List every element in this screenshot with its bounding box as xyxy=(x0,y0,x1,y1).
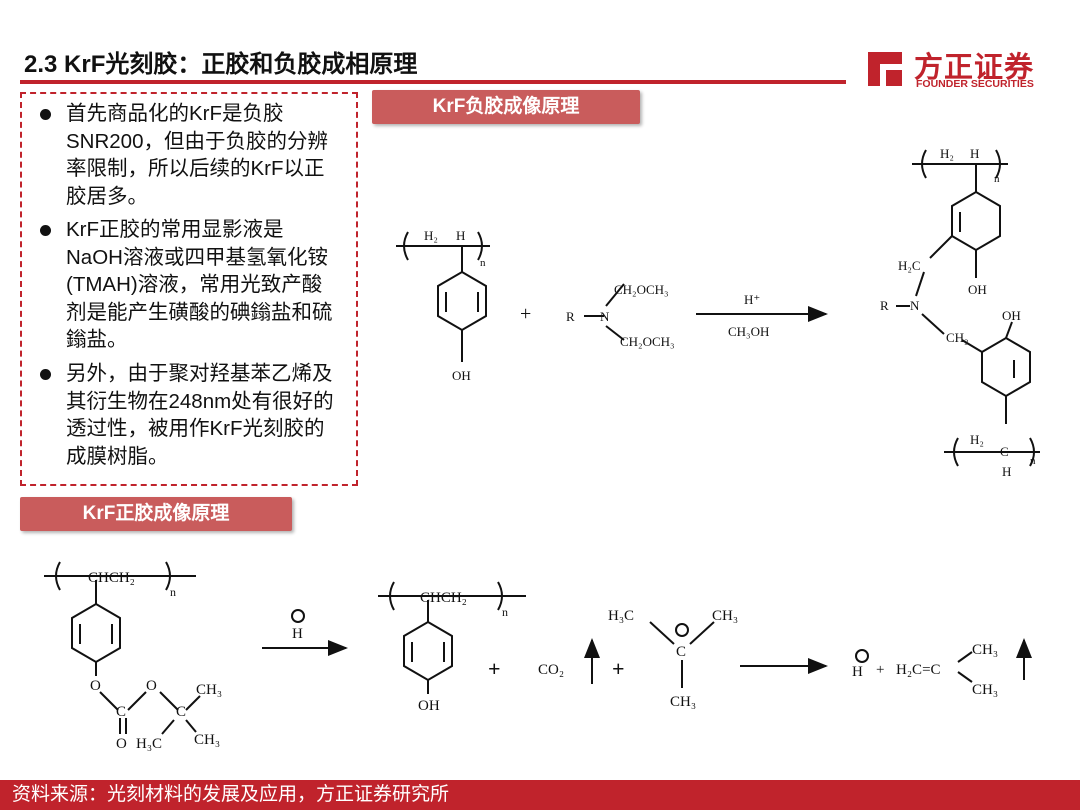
bullet-item: 首先商品化的KrF是负胶SNR200，但由于负胶的分辨率限制，所以后续的KrF以… xyxy=(40,100,340,210)
positive-resist-labels: CHCH₂ n O O C O C CH₃ H₃C CH₃ H CHCH₂ n … xyxy=(88,570,998,752)
reactant-h2-label: H₂ xyxy=(424,228,438,243)
product-h2-bottom: H₂ xyxy=(970,432,984,447)
cation-h3c: H₃C xyxy=(608,608,634,624)
co2-label: CO₂ xyxy=(538,662,564,678)
ester-oxygen: O xyxy=(146,678,157,694)
logo-subtitle: FOUNDER SECURITIES xyxy=(916,78,1034,90)
negative-resist-scheme xyxy=(396,149,1040,467)
amine-n-label: N xyxy=(600,309,610,324)
plus-sign-1: + xyxy=(488,656,501,681)
product-n-label: N xyxy=(910,298,920,313)
product-monomer-label: CHCH₂ xyxy=(420,590,467,606)
product-n-top: n xyxy=(994,173,1000,185)
product-h2c-label: H₂C xyxy=(898,258,921,273)
source-footer: 资料来源：光刻材料的发展及应用，方正证券研究所 xyxy=(0,780,1080,810)
product-repeat-n: n xyxy=(502,605,508,619)
page-title: 2.3 KrF光刻胶：正胶和负胶成相原理 xyxy=(24,51,418,78)
isobutene-label: H₂C=C xyxy=(896,662,941,678)
bullet-text: KrF正胶的常用显影液是NaOH溶液或四甲基氢氧化铵(TMAH)溶液，常用光致产… xyxy=(66,218,333,351)
product-oh-1: OH xyxy=(968,282,987,297)
tbutyl-ch3-2: CH₃ xyxy=(194,732,220,748)
reactant-n-label: n xyxy=(480,257,486,269)
amine-r-label: R xyxy=(566,309,575,324)
bullet-item: 另外，由于聚对羟基苯乙烯及其衍生物在248nm处有很好的透过性，被用作KrF光刻… xyxy=(40,360,340,470)
isobutene-ch3-bottom: CH₃ xyxy=(972,682,998,698)
product-c-bottom: C xyxy=(1000,444,1009,459)
catalyst-label: H⁺ xyxy=(744,292,760,307)
solvent-label: CH₃OH xyxy=(728,324,769,339)
negative-resist-banner: KrF负胶成像原理 xyxy=(372,90,640,124)
negative-resist-labels: H₂ H n OH + R N CH₂OCH₃ CH₂OCH₃ H⁺ CH₃OH… xyxy=(424,146,1036,479)
acid-h-label: H xyxy=(292,626,303,642)
bullet-dot-icon xyxy=(40,369,51,380)
bullet-text: 首先商品化的KrF是负胶SNR200，但由于负胶的分辨率限制，所以后续的KrF以… xyxy=(66,102,328,208)
amine-top-group: CH₂OCH₃ xyxy=(614,282,669,297)
amine-bottom-group: CH₂OCH₃ xyxy=(620,334,675,349)
product-r-label: R xyxy=(880,298,889,313)
title-underline xyxy=(20,80,846,84)
bullet-text: 另外，由于聚对羟基苯乙烯及其衍生物在248nm处有很好的透过性，被用作KrF光刻… xyxy=(66,362,334,468)
reactant-oh-label: OH xyxy=(452,368,471,383)
product-h-top: H xyxy=(970,146,979,161)
logo-name: 方正证券 xyxy=(914,52,1035,84)
product-h2-top: H₂ xyxy=(940,146,954,161)
summary-box: 首先商品化的KrF是负胶SNR200，但由于负胶的分辨率限制，所以后续的KrF以… xyxy=(20,92,358,486)
bullet-dot-icon xyxy=(40,225,51,236)
cation-carbon: C xyxy=(676,644,686,660)
monomer-label: CHCH₂ xyxy=(88,570,135,586)
phenol-oxygen: O xyxy=(90,678,101,694)
tert-carbon: C xyxy=(176,704,186,720)
repeat-n-label: n xyxy=(170,585,176,599)
plus-sign-2: + xyxy=(612,656,625,681)
positive-resist-scheme xyxy=(44,561,1032,735)
product-oh-2: OH xyxy=(1002,308,1021,323)
tbutyl-h3c: H₃C xyxy=(136,736,162,752)
product-ch2-label: CH₂ xyxy=(946,330,969,345)
bullet-dot-icon xyxy=(40,109,51,120)
product-h-bottom: H xyxy=(1002,464,1011,479)
carbonyl-carbon: C xyxy=(116,704,126,720)
plus-sign: + xyxy=(520,303,531,325)
regenerated-acid: H xyxy=(852,664,863,680)
positive-resist-banner: KrF正胶成像原理 xyxy=(20,497,292,531)
isobutene-ch3-top: CH₃ xyxy=(972,642,998,658)
cation-ch3-bottom: CH₃ xyxy=(670,694,696,710)
phenol-oh-label: OH xyxy=(418,698,440,714)
product-plus: + xyxy=(876,662,884,678)
reactant-h-label: H xyxy=(456,228,465,243)
carbonyl-oxygen: O xyxy=(116,736,127,752)
company-logo: 方正证券 FOUNDER SECURITIES xyxy=(864,44,1054,94)
bullet-item: KrF正胶的常用显影液是NaOH溶液或四甲基氢氧化铵(TMAH)溶液，常用光致产… xyxy=(40,216,340,354)
founder-logo-icon xyxy=(868,52,902,86)
reaction-schemes: H₂ H n OH + R N CH₂OCH₃ CH₂OCH₃ H⁺ CH₃OH… xyxy=(44,146,1040,752)
product-n-bottom: n xyxy=(1030,455,1036,467)
cation-ch3-top: CH₃ xyxy=(712,608,738,624)
tbutyl-ch3-1: CH₃ xyxy=(196,682,222,698)
